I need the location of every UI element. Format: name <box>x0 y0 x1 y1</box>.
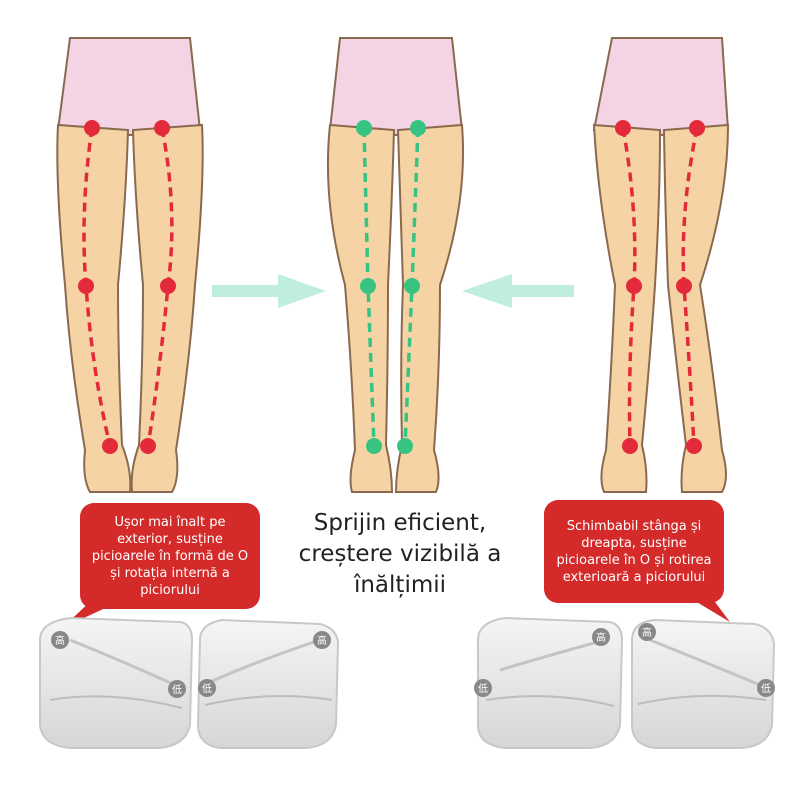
badge-low-icon: 低 <box>168 680 186 698</box>
arrow-left-icon <box>462 274 574 308</box>
left-leg <box>56 123 132 493</box>
callout-left-text: Ușor mai înalt pe exterior, susține pici… <box>91 514 249 598</box>
insole-left-pair <box>39 616 340 749</box>
figure-x-legs <box>592 37 730 493</box>
badge-high-icon: 高 <box>51 631 69 649</box>
figure-o-legs <box>56 37 204 493</box>
right-leg <box>662 123 730 493</box>
badge-high-icon: 高 <box>592 628 610 646</box>
callout-right: Schimbabil stânga și dreapta, susține pi… <box>544 500 724 603</box>
figure-straight-legs <box>326 37 465 493</box>
shorts <box>592 37 730 136</box>
shorts <box>56 37 202 136</box>
arrow-right-icon <box>212 274 326 308</box>
center-headline: Sprijin eficient, creștere vizibilă a în… <box>298 510 502 598</box>
badge-low-icon: 低 <box>198 679 216 697</box>
svg-text:高: 高 <box>317 634 327 647</box>
svg-text:高: 高 <box>55 634 65 647</box>
badge-low-icon: 低 <box>474 679 492 697</box>
badge-high-icon: 高 <box>313 631 331 649</box>
svg-text:高: 高 <box>642 626 652 639</box>
left-leg <box>592 123 662 493</box>
left-leg <box>326 123 396 493</box>
svg-text:低: 低 <box>478 682 488 695</box>
svg-text:高: 高 <box>596 631 606 644</box>
callout-right-text: Schimbabil stânga și dreapta, susține pi… <box>556 518 712 585</box>
right-leg <box>394 123 465 493</box>
svg-text:低: 低 <box>172 683 182 696</box>
insole-right-pair <box>477 616 776 749</box>
badge-low-icon: 低 <box>757 679 775 697</box>
badge-high-icon: 高 <box>638 623 656 641</box>
callout-left: Ușor mai înalt pe exterior, susține pici… <box>80 503 260 609</box>
svg-text:低: 低 <box>202 682 212 695</box>
callout-right-tail <box>690 598 730 622</box>
shorts <box>328 37 464 136</box>
svg-text:低: 低 <box>761 682 771 695</box>
